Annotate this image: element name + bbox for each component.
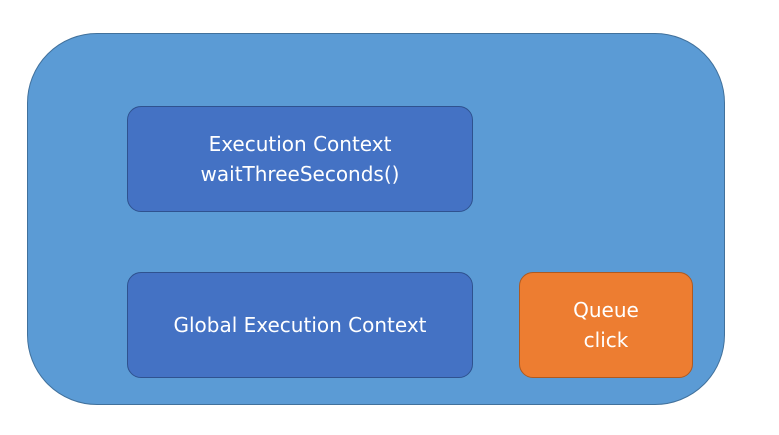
queue-item: click	[583, 328, 629, 352]
execution-context-title: Execution Context	[208, 132, 392, 156]
queue-box: Queue click	[519, 272, 693, 378]
global-execution-context-box: Global Execution Context	[127, 272, 473, 378]
queue-title: Queue	[573, 298, 639, 322]
global-execution-context-label: Global Execution Context	[173, 313, 427, 337]
execution-context-box: Execution Context waitThreeSeconds()	[127, 106, 473, 212]
execution-context-function: waitThreeSeconds()	[200, 162, 400, 186]
